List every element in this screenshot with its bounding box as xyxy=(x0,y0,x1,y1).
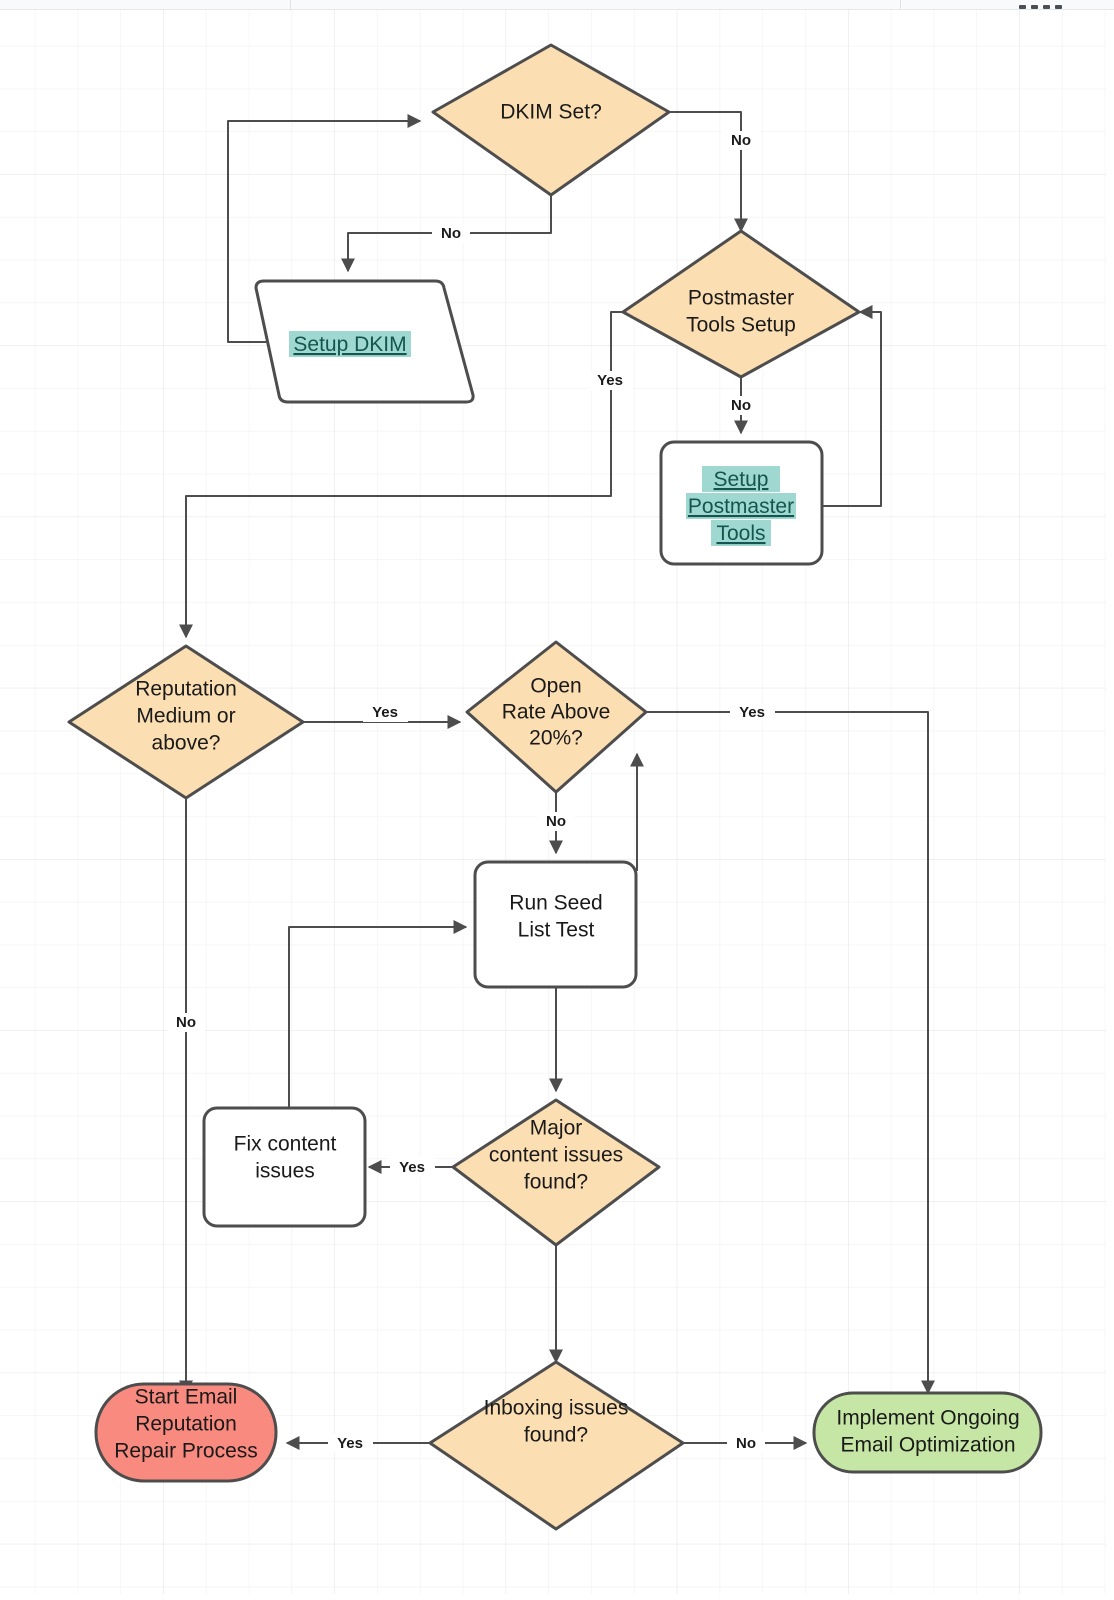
node-label-line2: content issues xyxy=(489,1144,623,1167)
decision-diamond[interactable] xyxy=(621,229,861,379)
node-link-label-line1[interactable]: Setup xyxy=(714,468,769,491)
node-open-rate[interactable]: Open Rate Above 20%? xyxy=(465,640,648,794)
node-label-line3: 20%? xyxy=(529,727,583,750)
node-label-line1: Fix content xyxy=(234,1133,337,1156)
edge-label-text: Yes xyxy=(597,372,623,389)
node-label-line1: Run Seed xyxy=(509,892,602,915)
edge-fix-to-run-seed xyxy=(288,920,468,1108)
toolbar-divider-2 xyxy=(900,0,901,9)
terminal-pill[interactable] xyxy=(812,1391,1043,1474)
node-label-line3: above? xyxy=(152,732,221,755)
node-label-line2: List Test xyxy=(518,919,595,942)
node-label-line1: Major xyxy=(530,1117,583,1140)
edge-label-inboxing-yes: Yes xyxy=(328,1434,373,1453)
node-label-line1: Implement Ongoing xyxy=(836,1407,1019,1430)
node-inboxing[interactable]: Inboxing issues found? xyxy=(428,1360,685,1531)
node-repair[interactable]: Start Email Reputation Repair Process xyxy=(94,1382,278,1483)
process-rect[interactable] xyxy=(473,860,638,989)
decision-diamond[interactable] xyxy=(465,640,648,794)
node-label-line3: found? xyxy=(524,1171,588,1194)
node-label-line1: Inboxing issues xyxy=(484,1397,629,1420)
process-rect[interactable] xyxy=(202,1106,367,1228)
edge-label-reputation-no: No xyxy=(167,1013,205,1032)
node-fix-content[interactable]: Fix content issues xyxy=(202,1106,367,1228)
grid-pattern xyxy=(0,9,1106,1594)
node-label-line2: issues xyxy=(255,1160,315,1183)
text-selection-highlight xyxy=(289,331,411,357)
edge-label-major-yes: Yes xyxy=(390,1158,435,1177)
edge-setup-dkim-to-dkim-set xyxy=(227,114,422,343)
node-setup-postmaster[interactable]: Setup Postmaster Tools xyxy=(659,440,824,566)
node-run-seed[interactable]: Run Seed List Test xyxy=(473,860,638,989)
edge-label-open-rate-yes: Yes xyxy=(730,703,775,722)
text-selection-highlight-line2 xyxy=(686,493,796,519)
edge-label-text: No xyxy=(441,225,461,242)
text-selection-highlight-line1 xyxy=(702,466,780,492)
editor-toolbar-strip[interactable] xyxy=(0,0,1114,10)
edge-labels: No No Yes No Yes No xyxy=(167,131,775,1453)
node-label-line1: Reputation xyxy=(135,678,237,701)
node-label-line2: Tools Setup xyxy=(686,314,796,337)
node-label-line2: found? xyxy=(524,1424,588,1447)
node-label-line3: Repair Process xyxy=(114,1440,258,1463)
toolbar-icon-group[interactable] xyxy=(1019,0,1062,9)
edge-label-postmaster-no: No xyxy=(722,396,760,415)
decision-diamond[interactable] xyxy=(67,644,305,800)
diagram-canvas[interactable]: No No Yes No Yes No xyxy=(0,9,1114,1600)
italic-icon[interactable] xyxy=(1031,5,1038,9)
edge-setup-postmaster-to-postmaster xyxy=(822,305,882,507)
edge-label-reputation-yes: Yes xyxy=(363,703,408,722)
terminal-pill[interactable] xyxy=(94,1382,278,1483)
align-icon[interactable] xyxy=(1055,5,1062,9)
edge-postmaster-yes-to-reputation xyxy=(179,311,623,639)
edge-label-inboxing-no: No xyxy=(727,1434,765,1453)
edge-label-text: Yes xyxy=(399,1159,425,1176)
node-link-label[interactable]: Setup DKIM xyxy=(293,333,406,356)
node-label-line1: Postmaster xyxy=(688,287,794,310)
edge-label-open-rate-no: No xyxy=(537,812,575,831)
node-optimize[interactable]: Implement Ongoing Email Optimization xyxy=(812,1391,1043,1474)
edge-label-dkim-no-right: No xyxy=(722,131,760,150)
node-label: DKIM Set? xyxy=(500,101,602,124)
bold-icon[interactable] xyxy=(1019,5,1026,9)
edge-label-text: No xyxy=(731,397,751,414)
node-label-line2: Rate Above xyxy=(502,701,611,724)
toolbar-divider-1 xyxy=(290,0,291,9)
node-label-line1: Open xyxy=(530,675,581,698)
edge-label-text: Yes xyxy=(372,704,398,721)
underline-icon[interactable] xyxy=(1043,5,1050,9)
decision-diamond[interactable] xyxy=(428,1360,685,1531)
node-reputation[interactable]: Reputation Medium or above? xyxy=(67,644,305,800)
edge-label-text: No xyxy=(736,1435,756,1452)
node-dkim-set[interactable]: DKIM Set? xyxy=(431,43,671,197)
node-label-line2: Email Optimization xyxy=(840,1434,1015,1457)
node-major-content[interactable]: Major content issues found? xyxy=(451,1098,661,1247)
node-link-label-line2[interactable]: Postmaster xyxy=(688,495,794,518)
edge-label-dkim-no-down: No xyxy=(432,224,470,243)
node-postmaster-setup[interactable]: Postmaster Tools Setup xyxy=(621,229,861,379)
edge-label-text: Yes xyxy=(337,1435,363,1452)
decision-diamond[interactable] xyxy=(431,43,671,197)
edge-dkim-set-no-to-postmaster xyxy=(669,111,748,233)
node-link-label-line3[interactable]: Tools xyxy=(716,522,765,545)
text-selection-highlight-line3 xyxy=(711,520,771,546)
decision-diamond[interactable] xyxy=(451,1098,661,1247)
node-label-line2: Reputation xyxy=(135,1413,237,1436)
edge-label-text: No xyxy=(546,813,566,830)
node-label-line2: Medium or xyxy=(136,705,235,728)
edge-label-text: No xyxy=(176,1014,196,1031)
node-setup-dkim[interactable]: Setup DKIM xyxy=(254,279,475,404)
edge-label-text: Yes xyxy=(739,704,765,721)
edge-label-text: No xyxy=(731,132,751,149)
node-label-line1: Start Email xyxy=(135,1386,238,1409)
edge-label-postmaster-yes: Yes xyxy=(588,371,633,390)
